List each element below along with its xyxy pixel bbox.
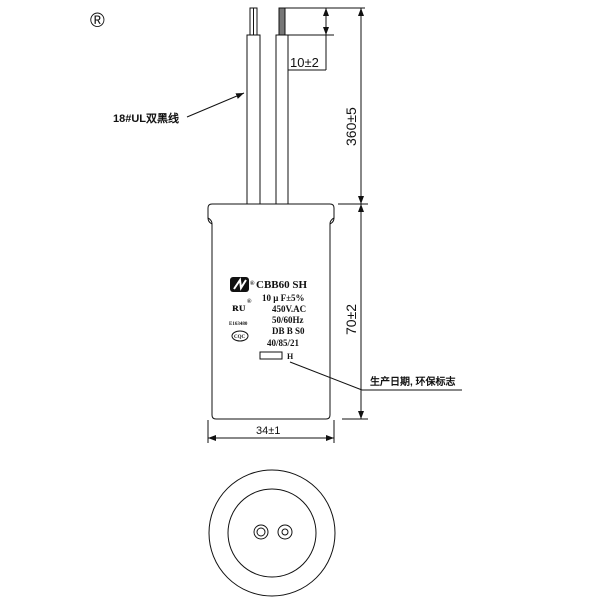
label-model: CBB60 SH: [256, 279, 307, 291]
label-capacitance: 10 μ F±5%: [262, 293, 305, 303]
ul-logo: ʀᴜ: [232, 300, 246, 314]
bottom-view: [208, 469, 336, 597]
label-frequency: 50/60Hz: [272, 315, 304, 325]
capacitor-body: [207, 203, 335, 420]
strip-length-text: 10±2: [290, 55, 319, 70]
terminal-right: [277, 524, 293, 540]
wire-label-callout: 18#UL双黑线: [113, 92, 245, 125]
body-diameter-dimension: 34±1: [207, 420, 335, 443]
date-code-box: [259, 351, 283, 360]
body-height-text: 70±2: [343, 304, 359, 335]
svg-text:®: ®: [250, 280, 255, 287]
terminal-left: [253, 524, 269, 540]
label-voltage: 450V.AC: [272, 304, 306, 314]
body-height-dimension: 70±2: [342, 204, 368, 420]
label-class: DB B S0: [272, 326, 305, 336]
body-diameter-text: 34±1: [256, 425, 280, 437]
strip-length-dimension: 10±2: [285, 7, 365, 71]
wire-label: 18#UL双黑线: [113, 111, 179, 125]
cqc-logo: [231, 330, 249, 342]
lead-wire-right: [275, 7, 289, 205]
label-ul-file: E163480: [229, 322, 248, 327]
label-climatic: 40/85/21: [267, 338, 300, 348]
body-label: ® CBB60 SH 10 μ F±5% 450V.AC 50/60Hz DB …: [229, 277, 307, 361]
lead-length-dimension: 360±5: [338, 8, 368, 205]
lead-length-text: 360±5: [343, 107, 359, 146]
label-date-suffix: H: [287, 352, 294, 361]
cqc-logo-text: CQC: [234, 335, 246, 340]
date-marking-note: 生产日期, 环保标志: [370, 375, 456, 388]
svg-text:®: ®: [247, 298, 252, 305]
lead-wire-left: [246, 7, 261, 205]
date-marking-callout: 生产日期, 环保标志: [289, 361, 462, 391]
registered-mark: ®: [90, 10, 105, 32]
